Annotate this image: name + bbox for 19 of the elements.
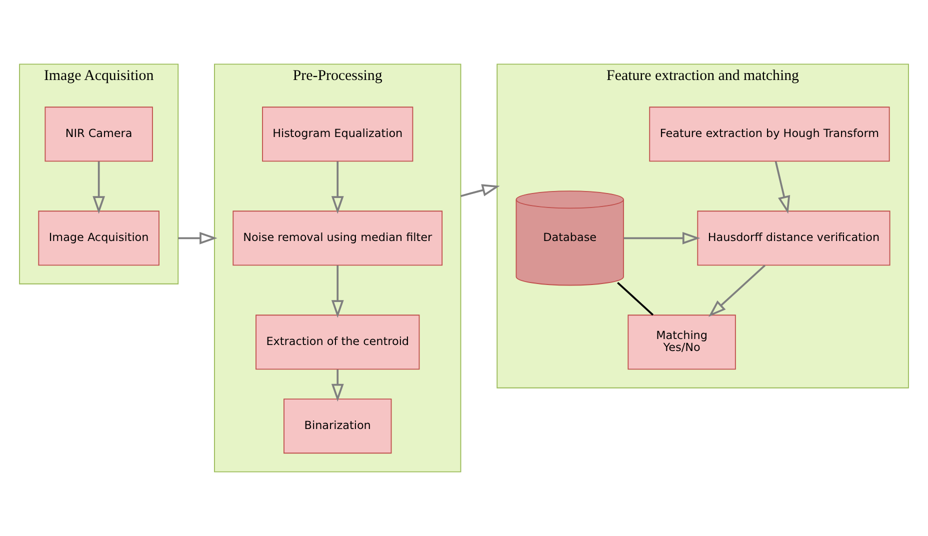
arrow bbox=[331, 370, 344, 402]
connector bbox=[617, 282, 654, 316]
arrow bbox=[331, 161, 344, 214]
node-box: Image Acquisition bbox=[38, 210, 160, 266]
arrow bbox=[708, 264, 766, 317]
node-box: Feature extraction by Hough Transform bbox=[649, 106, 890, 162]
arrow bbox=[624, 232, 700, 244]
node-box: Matching Yes/No bbox=[628, 314, 736, 370]
node-box: Hausdorff distance verification bbox=[697, 210, 890, 266]
node-box: Binarization bbox=[284, 398, 392, 454]
arrow bbox=[92, 161, 106, 214]
node-box: Extraction of the centroid bbox=[256, 314, 420, 370]
arrow bbox=[178, 232, 218, 244]
node-box: Noise removal using median filter bbox=[232, 210, 443, 266]
arrow bbox=[331, 265, 344, 318]
node-box: NIR Camera bbox=[44, 106, 153, 162]
node-box: Histogram Equalization bbox=[262, 106, 414, 162]
arrow bbox=[774, 161, 790, 214]
arrow bbox=[460, 184, 500, 198]
